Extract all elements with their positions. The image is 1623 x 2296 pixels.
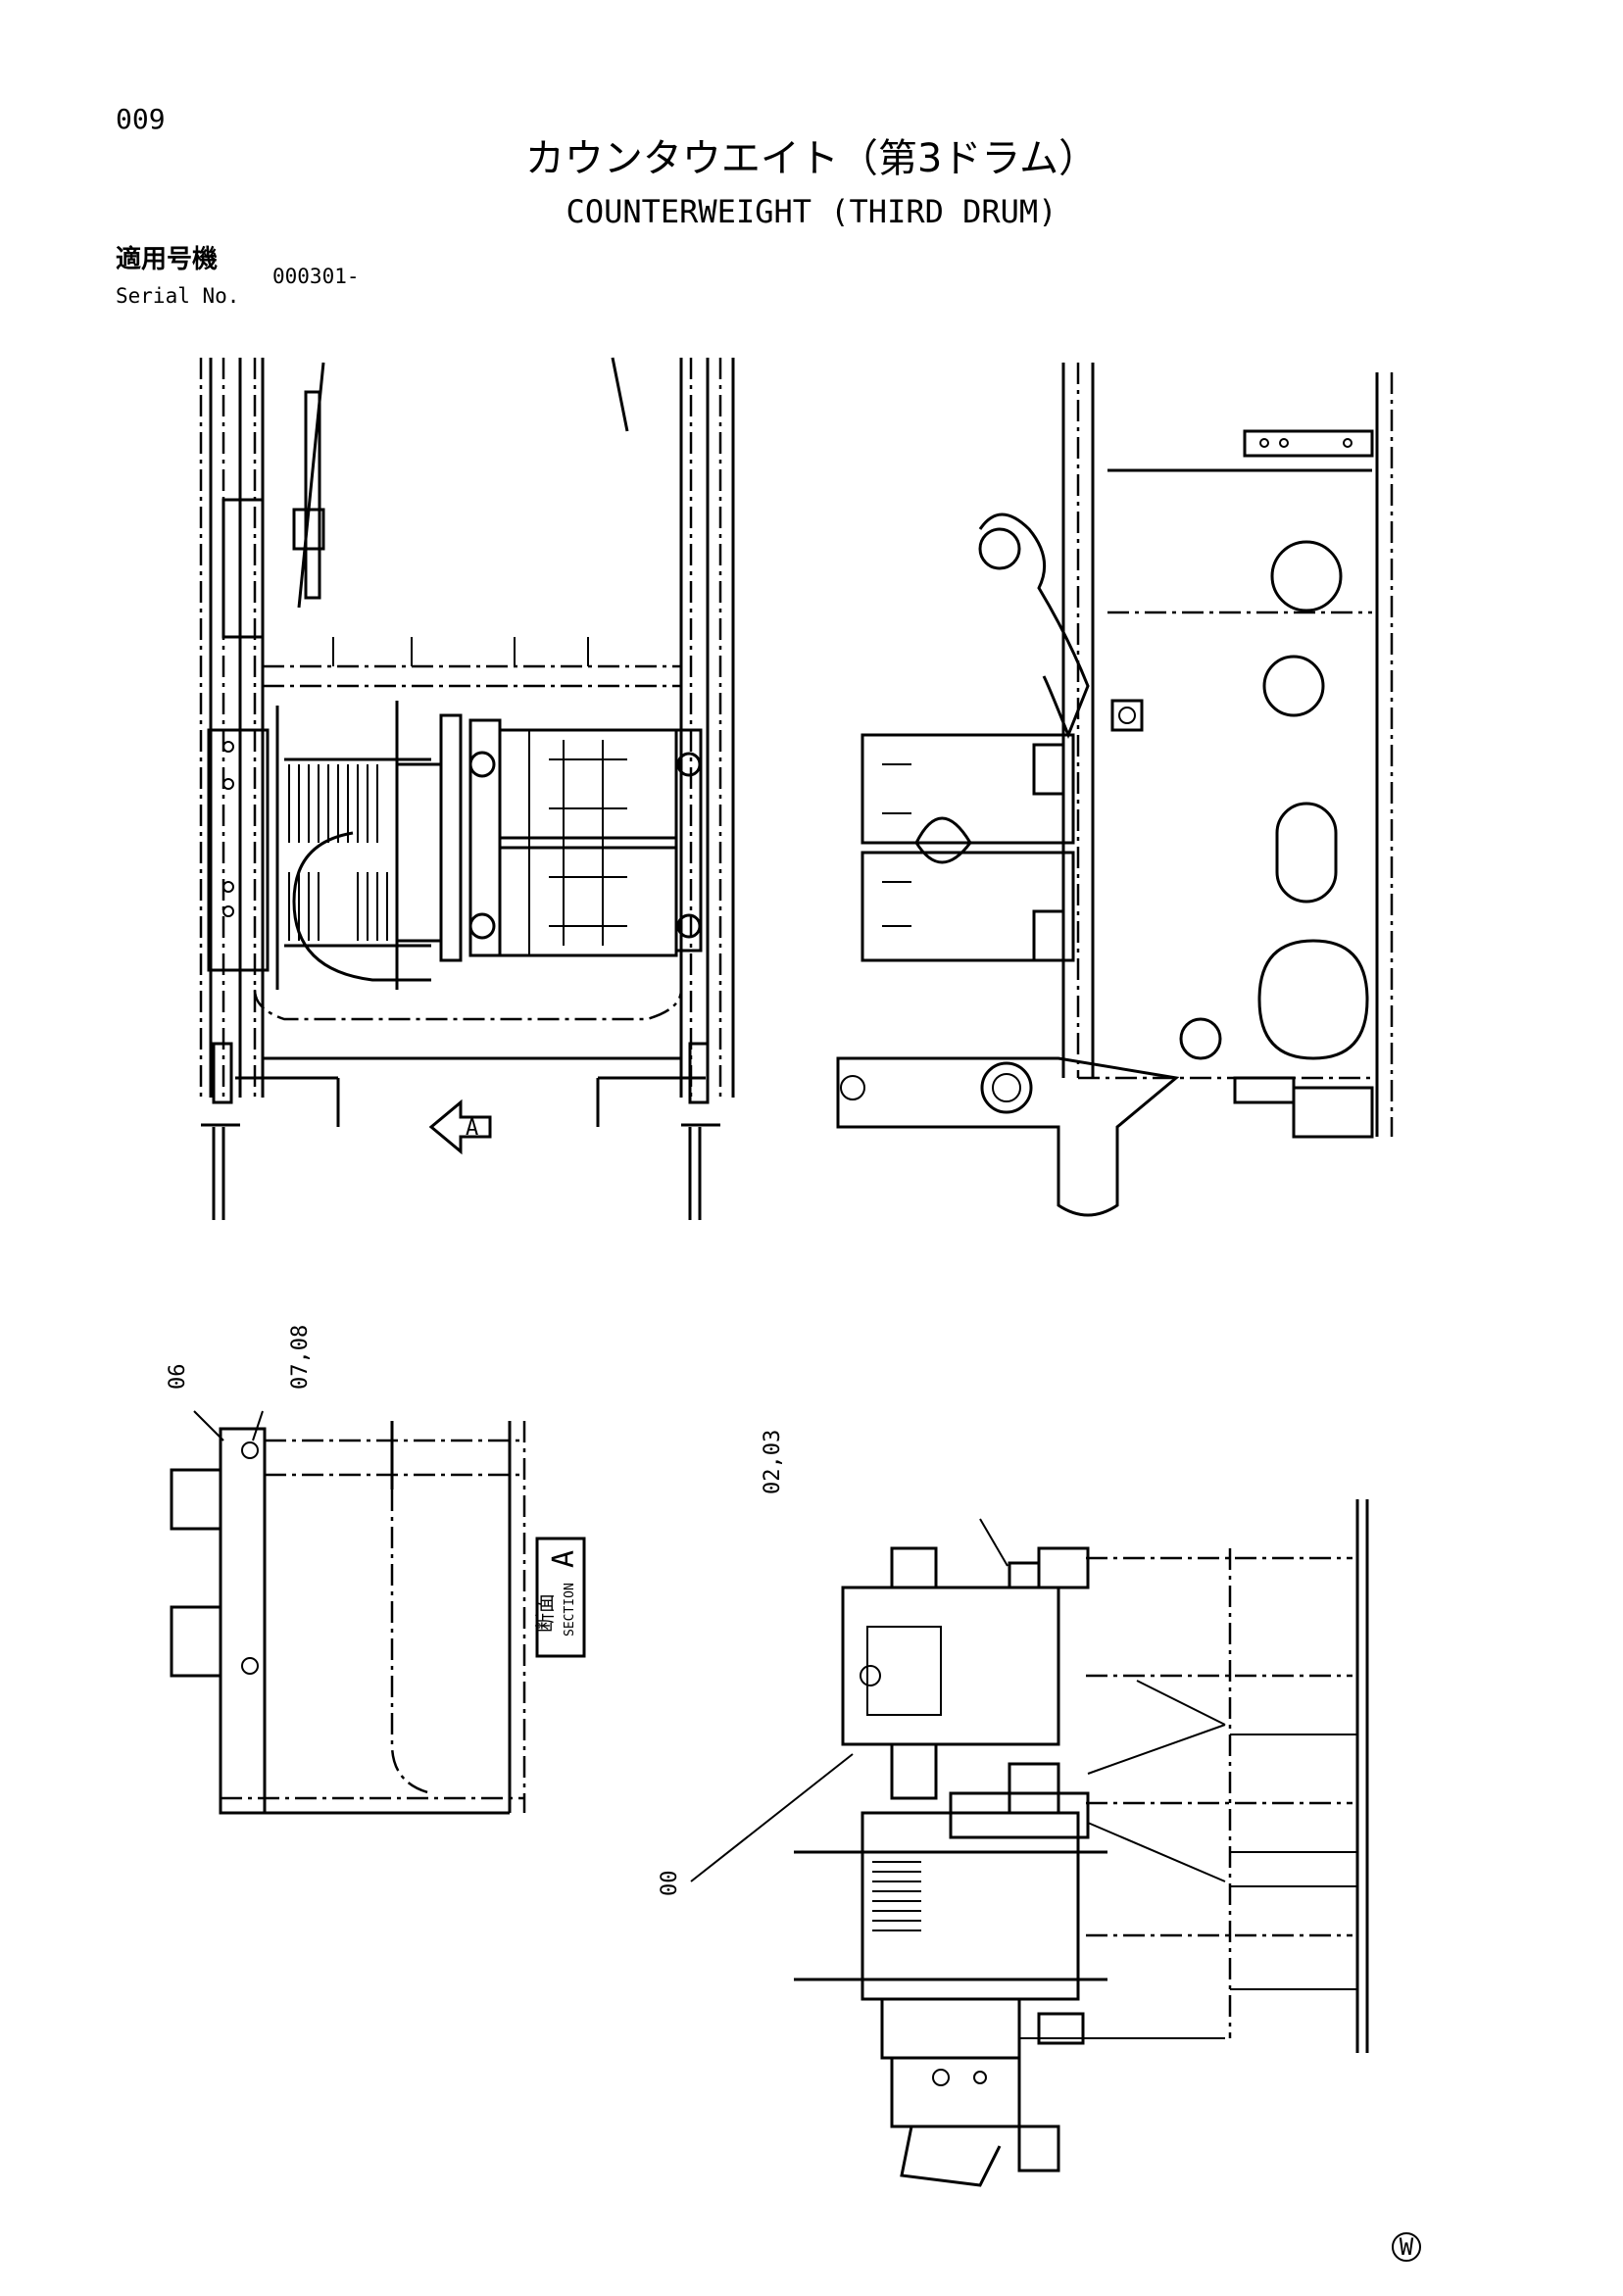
serial-label-english: Serial No. [116, 284, 240, 308]
top-right-side-view [836, 363, 1394, 1217]
manufacturer-mark: W [1392, 2232, 1421, 2262]
view-arrow-label: A [466, 1116, 478, 1141]
callout-02-03: 02,03 [761, 1430, 785, 1494]
title-english: COUNTERWEIGHT (THIRD DRUM) [566, 193, 1057, 230]
title-japanese: カウンタウエイト（第3ドラム） [524, 136, 1099, 181]
top-left-plan-view [199, 357, 735, 1220]
section-label-japanese: 断面 [533, 1593, 557, 1633]
callout-07-08: 07,08 [288, 1325, 313, 1390]
serial-label-japanese: 適用号機 [116, 245, 219, 274]
section-label-letter: A [547, 1550, 581, 1568]
callout-00: 00 [658, 1871, 682, 1897]
callout-06: 06 [166, 1364, 190, 1391]
serial-number-value: 000301- [272, 265, 360, 288]
winch-assembly-view [690, 1499, 1369, 2187]
page-number: 009 [116, 103, 166, 135]
section-a-view [170, 1410, 586, 1815]
section-label-english: SECTION [563, 1583, 577, 1637]
